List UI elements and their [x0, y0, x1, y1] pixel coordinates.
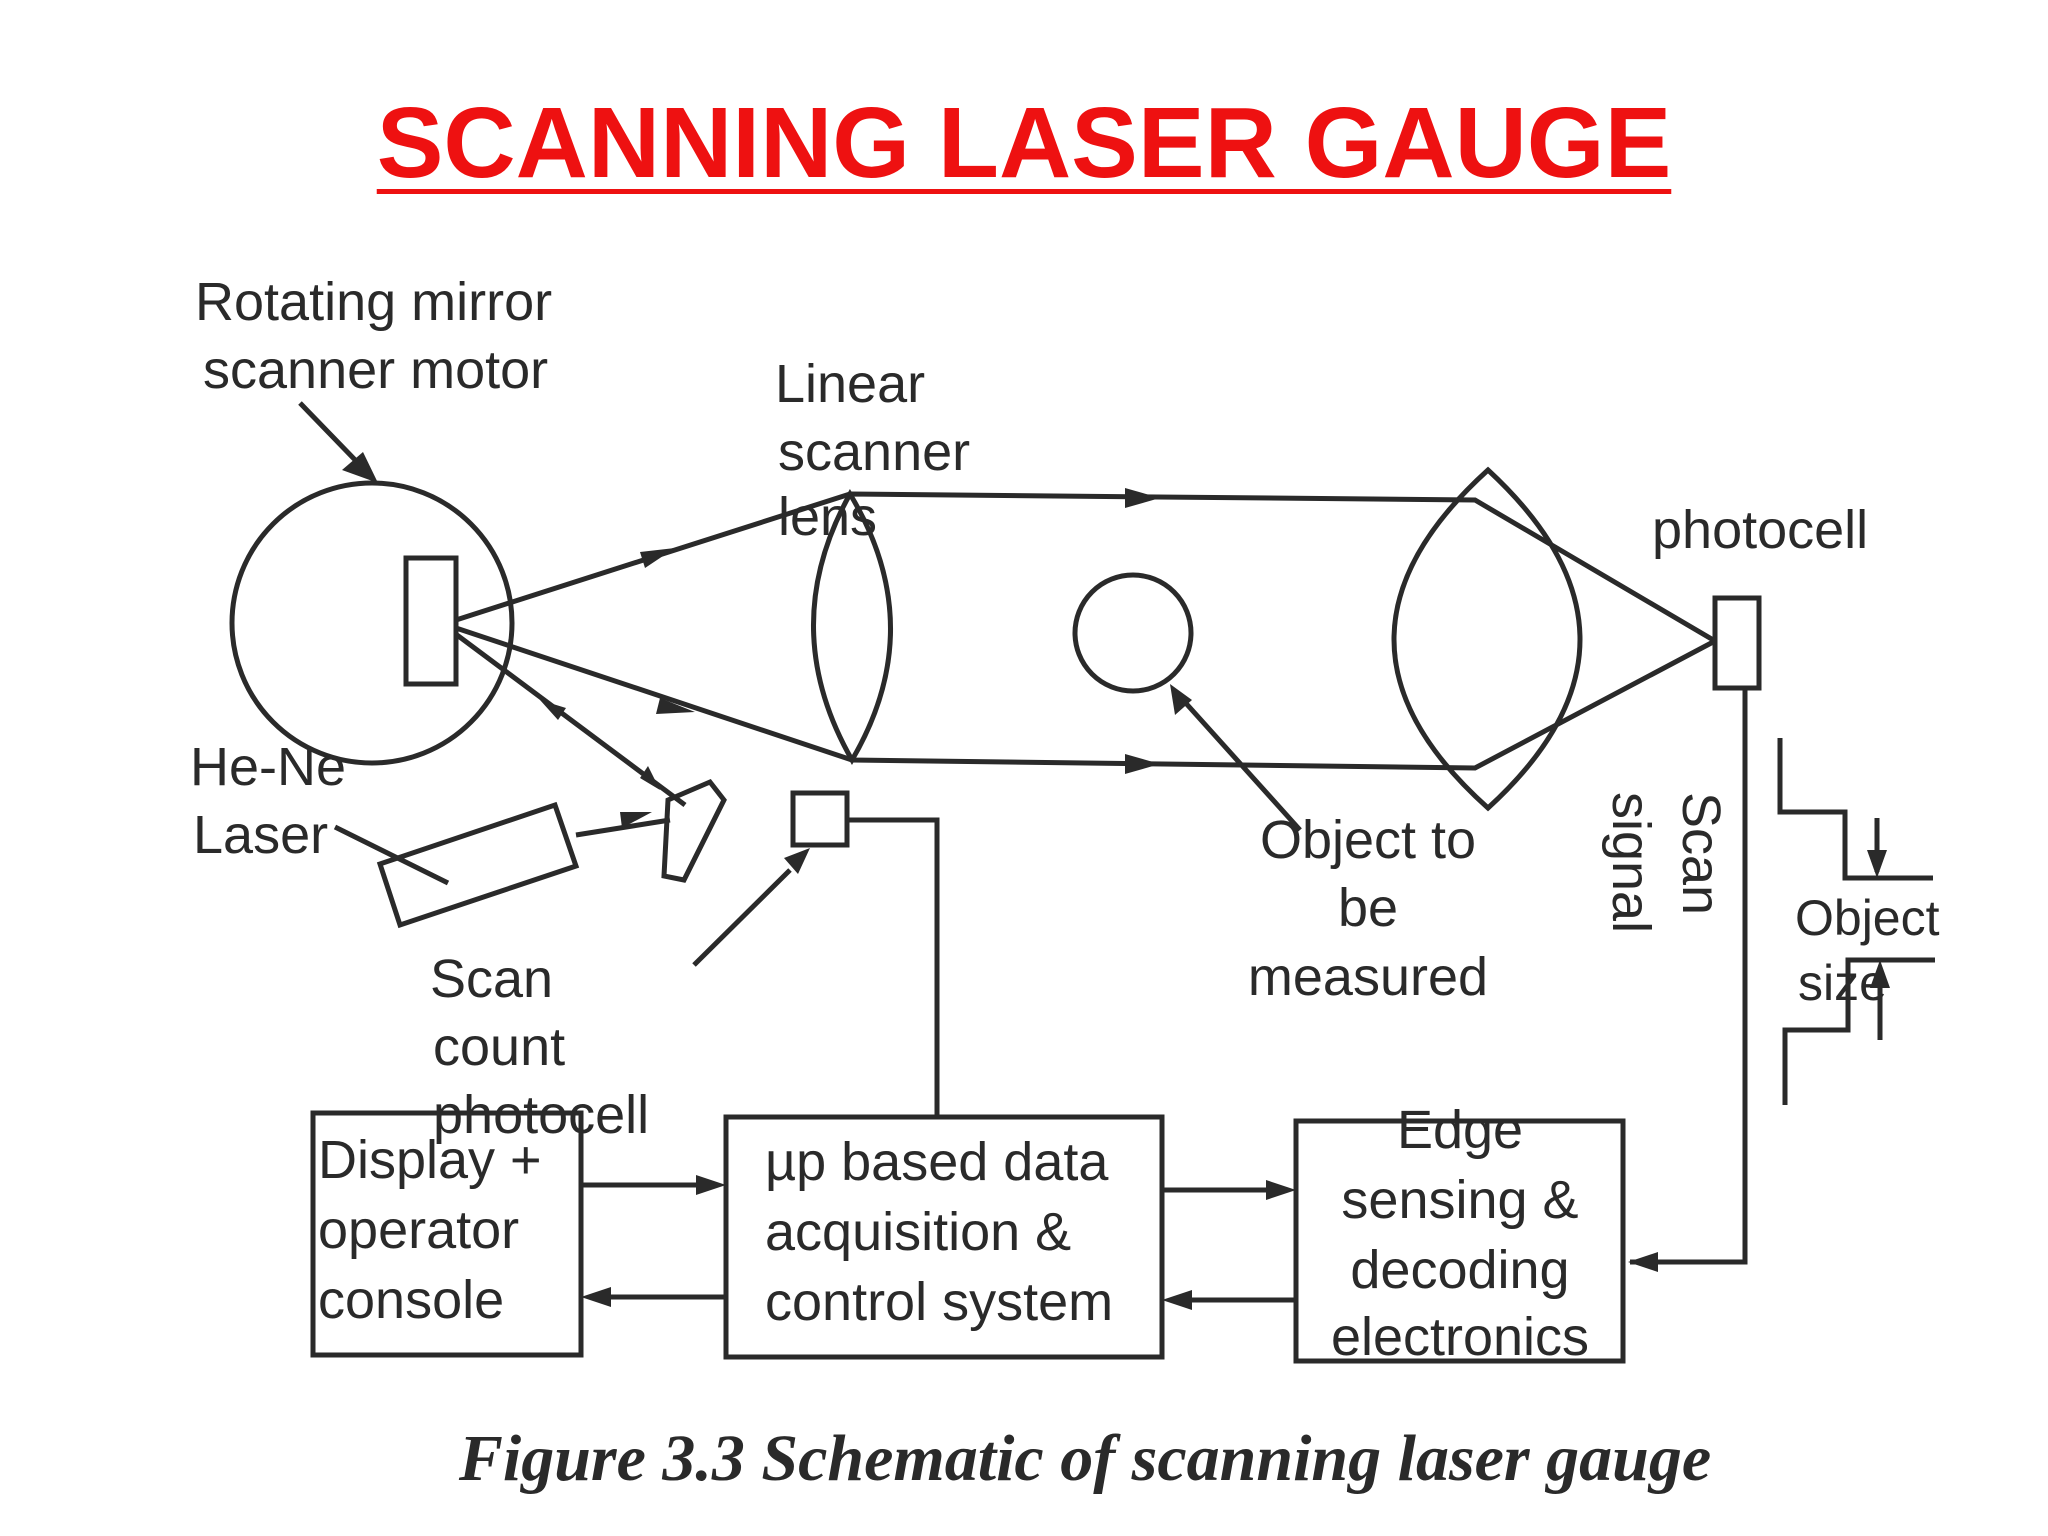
object-label-line-1: Object to [1260, 810, 1476, 870]
object-label-line-2: be [1338, 878, 1398, 938]
scanner-motor [229, 480, 515, 766]
photocell-label: photocell [1652, 500, 1868, 560]
lens-label-line-2: scanner [778, 422, 970, 482]
daq-to-edge-arrow [1162, 1180, 1296, 1200]
object-pointer-arrow [1170, 684, 1302, 832]
edge-box-line-4: electronics [1331, 1307, 1589, 1367]
daq-to-display-arrow [581, 1287, 726, 1307]
daq-box-line-3: control system [765, 1272, 1113, 1332]
scan-signal-label-line-2: signal [1601, 792, 1661, 933]
lower-scan-beam [455, 625, 1717, 774]
motor-pointer-arrow [298, 401, 378, 483]
edge-to-daq-arrow [1162, 1290, 1296, 1310]
lens-label-line-3: lens [778, 487, 877, 547]
laser-beam-to-mirror [575, 812, 671, 838]
edge-box-line-3: decoding [1350, 1240, 1569, 1300]
display-to-daq-arrow [581, 1175, 726, 1195]
upper-scan-beam [455, 488, 1717, 644]
count-label-line-3: photocell [433, 1085, 649, 1145]
count-photocell-wire [847, 817, 940, 1117]
display-box-line-1: Display + [318, 1130, 542, 1190]
scan-signal-label-line-1: Scan [1671, 792, 1731, 915]
object-circle [1072, 572, 1194, 694]
linear-scanner-lens [811, 489, 893, 765]
laser-pointer-arrow [333, 824, 450, 886]
figure-caption: Figure 3.3 Schematic of scanning laser g… [458, 1422, 1711, 1495]
lens-label-line-1: Linear [775, 354, 925, 414]
daq-box-line-1: µp based data [765, 1132, 1109, 1192]
daq-control-box [723, 1114, 1165, 1360]
object-size-label-line-2: size [1798, 955, 1887, 1011]
laser-label-line-1: He-Ne [190, 737, 346, 797]
scan-signal-wire [1628, 688, 1748, 1272]
scan-count-photocell [790, 790, 850, 848]
object-size-waveform [1777, 738, 1935, 1105]
collecting-lens [1391, 466, 1583, 812]
edge-box-line-2: sensing & [1341, 1170, 1578, 1230]
edge-sensing-box [1293, 1118, 1626, 1364]
motor-label-line-1: Rotating mirror [195, 272, 552, 332]
beam-mirror-to-motor [455, 632, 687, 808]
display-box-line-2: operator [318, 1200, 519, 1260]
count-label-line-2: count [433, 1017, 565, 1077]
object-label-line-3: measured [1248, 947, 1488, 1007]
count-pointer-arrow [692, 848, 810, 967]
laser-label-line-2: Laser [193, 805, 328, 865]
display-box-line-3: console [318, 1270, 504, 1330]
count-label-line-1: Scan [430, 949, 553, 1009]
object-size-label-line-1: Object [1795, 890, 1940, 946]
photocell [1712, 595, 1762, 691]
fixed-mirror [661, 778, 727, 883]
slide-title: SCANNING LASER GAUGE [376, 87, 1672, 199]
motor-label-line-2: scanner motor [203, 340, 548, 400]
display-console-box [310, 1110, 584, 1358]
daq-box-line-2: acquisition & [765, 1202, 1071, 1262]
edge-box-line-1: Edge [1397, 1100, 1523, 1160]
he-ne-laser [376, 801, 580, 929]
